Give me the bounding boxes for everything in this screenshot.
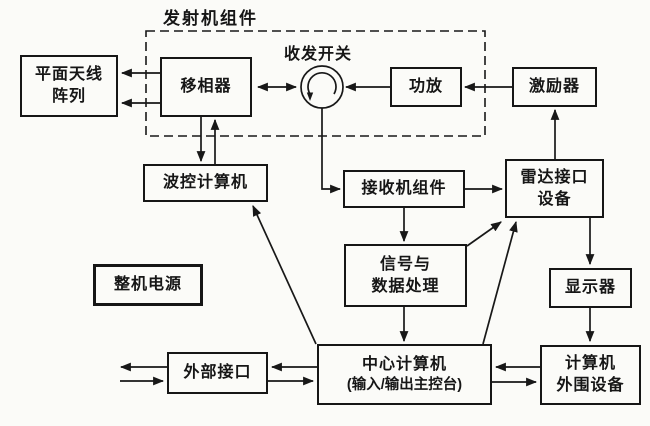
box-phase-shifter: 移相器 xyxy=(160,57,252,117)
box-main-power-supply: 整机电源 xyxy=(93,264,203,306)
antenna-label-line1: 平面天线 xyxy=(34,66,103,84)
box-external-interface: 外部接口 xyxy=(167,352,268,394)
signal-processing-label-line2: 数据处理 xyxy=(371,277,440,295)
box-central-computer: 中心计算机 (输入/输出主控台) xyxy=(317,344,492,405)
display-label: 显示器 xyxy=(564,279,616,297)
peripherals-label-line2: 外围设备 xyxy=(556,377,625,394)
box-exciter: 激励器 xyxy=(512,67,597,107)
receiver-assembly-label: 接收机组件 xyxy=(361,180,447,198)
antenna-label-line2: 阵列 xyxy=(51,88,86,105)
box-display: 显示器 xyxy=(549,268,632,308)
tr-switch-label: 收发开关 xyxy=(284,46,353,63)
circulator-rotation-arc-icon xyxy=(307,72,337,95)
box-beam-control-computer: 波控计算机 xyxy=(143,164,268,202)
box-receiver-assembly: 接收机组件 xyxy=(343,170,465,208)
box-radar-interface: 雷达接口 设备 xyxy=(505,159,604,218)
radar-interface-label-line1: 雷达接口 xyxy=(520,168,589,186)
transmitter-group-label: 发射机组件 xyxy=(163,9,258,28)
circulator-arc-arrowhead-icon xyxy=(306,92,314,101)
radar-interface-label-line2: 设备 xyxy=(537,190,572,208)
signal-processing-label-line1: 信号与 xyxy=(379,255,431,273)
connector-circulator-to-receiver xyxy=(321,108,342,194)
box-computer-peripherals: 计算机 外围设备 xyxy=(540,345,641,405)
central-computer-label-line1: 中心计算机 xyxy=(361,355,447,373)
connector-central-to-beamcomputer xyxy=(252,204,317,345)
connector-central-to-interface xyxy=(482,220,518,345)
exciter-label: 激励器 xyxy=(528,78,580,96)
main-power-supply-label: 整机电源 xyxy=(113,276,182,294)
connector-signal-to-interface xyxy=(466,221,502,247)
phase-shifter-label: 移相器 xyxy=(180,78,232,96)
power-amp-label: 功放 xyxy=(408,78,443,96)
box-antenna-array: 平面天线 阵列 xyxy=(20,55,118,117)
transmitter-group-dashed-border xyxy=(145,30,486,137)
peripherals-label-line1: 计算机 xyxy=(564,355,616,373)
central-computer-label-line2: (输入/输出主控台) xyxy=(346,376,463,393)
box-power-amp: 功放 xyxy=(390,67,462,107)
box-signal-data-processing: 信号与 数据处理 xyxy=(344,244,467,307)
external-interface-label: 外部接口 xyxy=(183,364,252,382)
beam-control-computer-label: 波控计算机 xyxy=(162,174,248,192)
